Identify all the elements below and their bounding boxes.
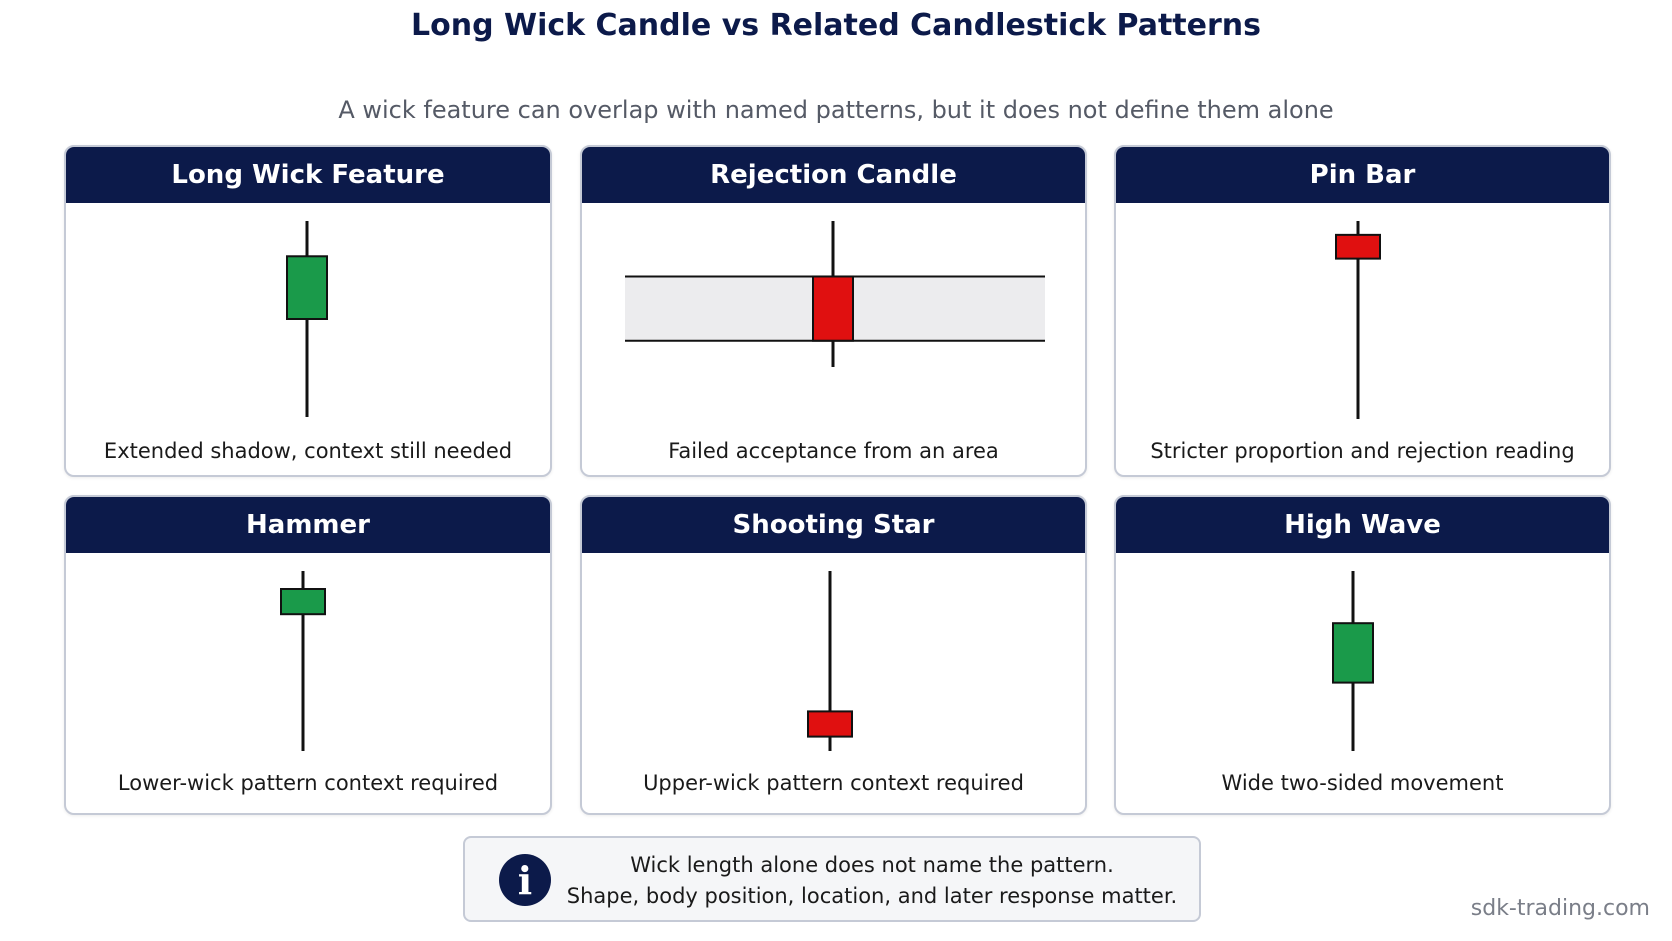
page-title: Long Wick Candle vs Related Candlestick … <box>410 8 1261 43</box>
card-caption: Upper-wick pattern context required <box>643 771 1024 795</box>
candle-body <box>286 255 328 320</box>
card-caption: Extended shadow, context still needed <box>103 439 513 463</box>
info-icon: i <box>499 854 551 906</box>
candle-body <box>812 275 854 342</box>
candle-diagram <box>280 571 326 751</box>
card-caption: Lower-wick pattern context required <box>117 771 499 795</box>
card-title: Hammer <box>66 497 550 553</box>
info-note: i Wick length alone does not name the pa… <box>463 836 1201 922</box>
candle-diagram <box>625 221 1045 367</box>
card-title: Pin Bar <box>1116 147 1609 203</box>
card-title: High Wave <box>1116 497 1609 553</box>
note-line-2: Shape, body position, location, and late… <box>566 884 1178 908</box>
candle-diagram <box>1335 221 1381 419</box>
candle-body <box>807 710 853 738</box>
card-caption: Wide two-sided movement <box>1221 771 1504 795</box>
card-title: Long Wick Feature <box>66 147 550 203</box>
note-text: Wick length alone does not name the patt… <box>565 850 1179 912</box>
card-title: Shooting Star <box>582 497 1085 553</box>
card-caption: Stricter proportion and rejection readin… <box>1150 439 1575 463</box>
candle-body <box>1335 233 1381 260</box>
candle-diagram <box>807 571 853 751</box>
card-title: Rejection Candle <box>582 147 1085 203</box>
candle-body <box>280 588 326 616</box>
card-caption: Failed acceptance from an area <box>668 439 999 463</box>
watermark: sdk-trading.com <box>1470 896 1650 921</box>
candle-diagram <box>1332 571 1374 751</box>
candle-body <box>1332 622 1374 684</box>
note-line-1: Wick length alone does not name the patt… <box>630 853 1114 877</box>
page-subtitle: A wick feature can overlap with named pa… <box>338 96 1334 124</box>
candle-diagram <box>286 221 328 417</box>
